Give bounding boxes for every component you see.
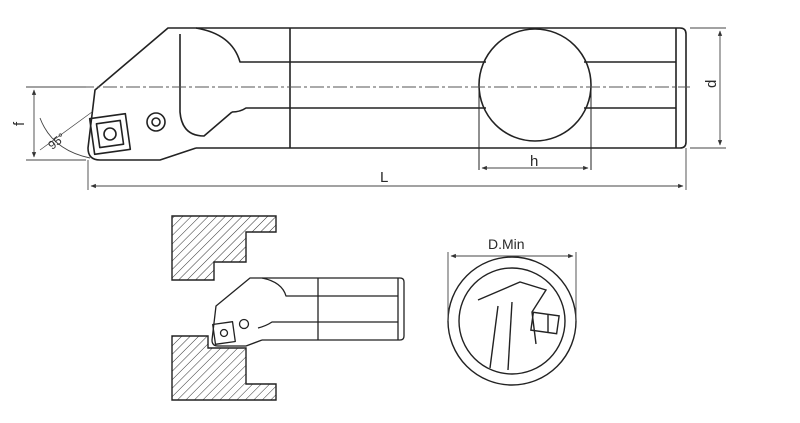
main-view-dimensions	[26, 27, 726, 190]
small-clamp-screw	[238, 318, 250, 330]
insert-center-hole	[103, 127, 117, 141]
insert-inner-square	[95, 119, 125, 149]
head-neck-lower	[231, 107, 290, 113]
head-neck-upper	[195, 27, 290, 63]
shank-body	[196, 27, 687, 149]
head-inner-contour	[179, 34, 233, 137]
workpiece-lower-hatch	[171, 335, 277, 401]
dim-h-label: h	[530, 153, 538, 170]
shank-flat-circle	[478, 28, 592, 142]
small-insert	[212, 321, 236, 345]
dim-L-label: L	[380, 169, 388, 186]
end-view-dimensions	[447, 252, 577, 321]
end-view	[447, 256, 577, 386]
angle-arc	[39, 117, 91, 159]
small-bar-head	[211, 277, 263, 347]
dim-f-label: f	[11, 121, 28, 126]
bore-section-view	[171, 215, 405, 401]
bar-cross-section	[477, 281, 548, 345]
insert-square	[88, 112, 132, 156]
bore-outer-circle	[447, 256, 577, 386]
small-bar-shank	[262, 277, 405, 341]
bore-inner-circle	[458, 267, 566, 375]
dim-d-label: d	[703, 80, 720, 88]
clamp-screw-inner	[151, 117, 161, 127]
clamp-screw-outer	[146, 112, 166, 132]
dim-dmin-label: D.Min	[488, 236, 525, 252]
main-side-view	[34, 27, 690, 170]
workpiece-upper-hatch	[171, 215, 277, 281]
end-view-insert	[530, 311, 560, 335]
